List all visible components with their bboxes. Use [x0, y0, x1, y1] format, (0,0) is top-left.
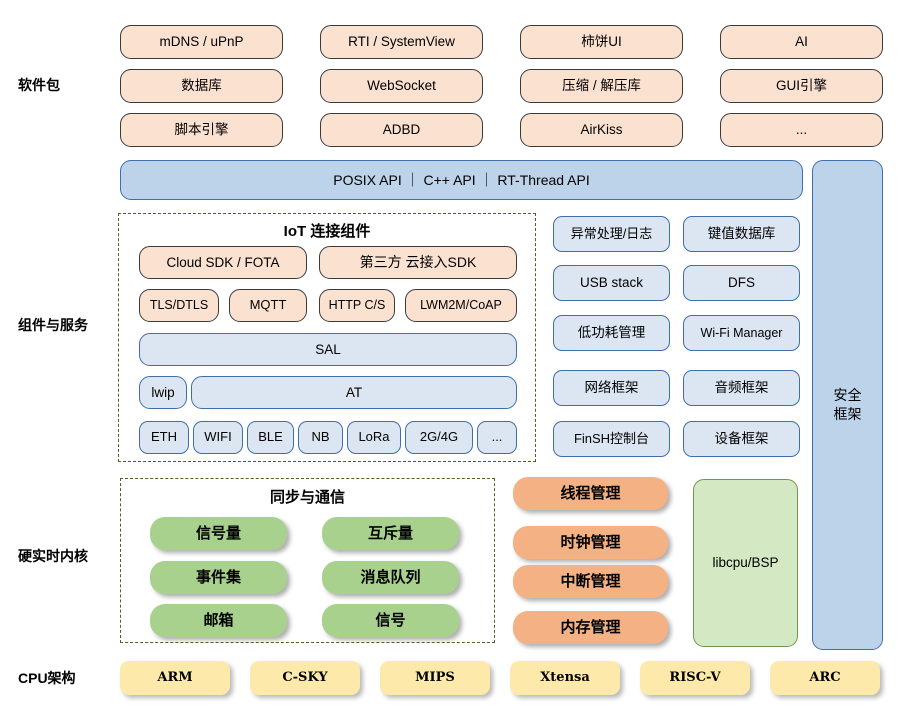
cpu-arch-box[interactable]: ARM [120, 661, 230, 695]
package-box[interactable]: ... [720, 113, 883, 147]
sync-title: 同步与通信 [269, 488, 345, 506]
package-box[interactable]: ADBD [320, 113, 483, 147]
iot-link-box[interactable]: ETH [139, 421, 189, 454]
cpu-arch-box[interactable]: Xtensa [510, 661, 620, 695]
row-label-kernel: 硬实时内核 [18, 548, 88, 564]
kernel-management-box[interactable]: 时钟管理 [513, 526, 668, 559]
kernel-sync-box[interactable]: 互斥量 [322, 517, 459, 550]
component-box[interactable]: 音频框架 [683, 370, 800, 406]
cpu-arch-box[interactable]: C-SKY [250, 661, 360, 695]
sync-container [120, 478, 495, 643]
kernel-sync-box[interactable]: 信号量 [150, 517, 287, 550]
kernel-sync-box[interactable]: 邮箱 [150, 604, 287, 637]
package-box[interactable]: AirKiss [520, 113, 683, 147]
iot-at-box[interactable]: AT [191, 376, 517, 409]
iot-sdk-box[interactable]: 第三方 云接入SDK [319, 246, 517, 279]
cpu-arch-box[interactable]: ARC [770, 661, 880, 695]
component-box[interactable]: 低功耗管理 [553, 315, 670, 351]
kernel-sync-box[interactable]: 事件集 [150, 561, 287, 594]
component-box[interactable]: Wi-Fi Manager [683, 315, 800, 351]
kernel-sync-box[interactable]: 信号 [322, 604, 459, 637]
api-bar[interactable]: POSIX API ｜ C++ API ｜ RT-Thread API [120, 160, 803, 200]
iot-protocol-box[interactable]: TLS/DTLS [139, 289, 219, 322]
iot-link-box[interactable]: WIFI [193, 421, 243, 454]
iot-lwip-box[interactable]: lwip [139, 376, 187, 409]
package-box[interactable]: AI [720, 25, 883, 59]
security-framework-line2: 框架 [833, 406, 862, 422]
component-box[interactable]: DFS [683, 265, 800, 301]
package-box[interactable]: 压缩 / 解压库 [520, 69, 683, 103]
iot-link-box[interactable]: 2G/4G [405, 421, 473, 454]
component-box[interactable]: 网络框架 [553, 370, 670, 406]
iot-protocol-box[interactable]: MQTT [229, 289, 307, 322]
package-box[interactable]: mDNS / uPnP [120, 25, 283, 59]
row-label-cpu: CPU架构 [18, 670, 76, 686]
package-box[interactable]: WebSocket [320, 69, 483, 103]
iot-link-box[interactable]: NB [298, 421, 343, 454]
iot-link-box[interactable]: ... [477, 421, 517, 454]
package-box[interactable]: RTI / SystemView [320, 25, 483, 59]
component-box[interactable]: 异常处理/日志 [553, 216, 670, 252]
iot-protocol-box[interactable]: HTTP C/S [319, 289, 395, 322]
libcpu-bsp-box[interactable]: libcpu/BSP [693, 479, 798, 647]
kernel-management-box[interactable]: 中断管理 [513, 565, 668, 598]
package-box[interactable]: 数据库 [120, 69, 283, 103]
iot-container [118, 213, 536, 462]
iot-sal-box[interactable]: SAL [139, 333, 517, 366]
cpu-arch-box[interactable]: MIPS [380, 661, 490, 695]
component-box[interactable]: USB stack [553, 265, 670, 301]
security-framework-line1: 安全 [833, 387, 862, 404]
security-framework-box[interactable]: 安全 框架 [812, 160, 883, 650]
iot-title: IoT 连接组件 [283, 223, 371, 240]
iot-sdk-box[interactable]: Cloud SDK / FOTA [139, 246, 307, 279]
iot-link-box[interactable]: LoRa [347, 421, 401, 454]
iot-link-box[interactable]: BLE [247, 421, 294, 454]
component-box[interactable]: 设备框架 [683, 421, 800, 457]
kernel-management-box[interactable]: 内存管理 [513, 611, 668, 644]
package-box[interactable]: 柿饼UI [520, 25, 683, 59]
row-label-packages: 软件包 [18, 77, 60, 93]
kernel-management-box[interactable]: 线程管理 [513, 477, 668, 510]
component-box[interactable]: 键值数据库 [683, 216, 800, 252]
row-label-components: 组件与服务 [18, 317, 88, 333]
component-box[interactable]: FinSH控制台 [553, 421, 670, 457]
package-box[interactable]: 脚本引擎 [120, 113, 283, 147]
iot-protocol-box[interactable]: LWM2M/CoAP [405, 289, 517, 322]
cpu-arch-box[interactable]: RISC-V [640, 661, 750, 695]
kernel-sync-box[interactable]: 消息队列 [322, 561, 459, 594]
package-box[interactable]: GUI引擎 [720, 69, 883, 103]
